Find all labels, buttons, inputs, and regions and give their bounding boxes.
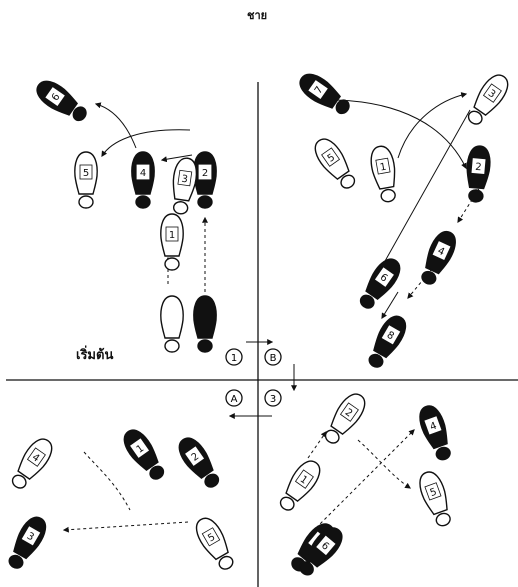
quadrant-markers: 1 B A 3 <box>225 339 297 419</box>
footprint-top-right-foot-step-6: 6 <box>359 258 401 309</box>
footprint-top-right-foot-step-2: 2 <box>466 145 491 203</box>
footprint-step-label: 3 <box>486 88 498 101</box>
quadrant-marker-b: B <box>264 348 282 366</box>
svg-text:A: A <box>231 394 238 405</box>
quadrant-marker-3: 3 <box>264 389 282 407</box>
svg-text:B: B <box>270 353 277 364</box>
footprint-top-left-left-foot-step-3: 3 <box>172 157 198 215</box>
footprint-step-label: 5 <box>83 168 89 179</box>
footprint-step-label: 2 <box>202 168 208 179</box>
footprint-step-label: 7 <box>313 85 326 97</box>
footprint-top-right-foot-step-3: 3 <box>467 74 509 125</box>
footprint-top-left-right-foot-step-6: 6 <box>36 80 87 122</box>
start-label: เริ่มต้น <box>76 348 114 363</box>
svg-text:1: 1 <box>231 353 237 364</box>
footprint-bottom-left-foot-step-5: 5 <box>195 517 234 570</box>
footprint-top-right-foot-step-5: 5 <box>314 138 356 189</box>
quadrant-marker-a: A <box>225 389 243 407</box>
footprint-bottom-right-foot-step-6: 6 <box>299 527 343 576</box>
footprint-top-left-left-foot-start <box>160 295 184 353</box>
footprint-step-label: 3 <box>25 531 36 544</box>
footprint-step-label: 4 <box>140 168 146 179</box>
footprint-bottom-left-foot-step-3: 3 <box>8 516 47 569</box>
footprint-bottom-left-foot-step-4: 4 <box>11 438 53 489</box>
footprint-step-label: 1 <box>135 443 147 456</box>
footprint-step-label: 8 <box>385 330 396 343</box>
footprint-step-label: 5 <box>326 152 338 165</box>
footprint-bottom-right-foot-step-1: 1 <box>279 460 321 511</box>
footprint-top-left-left-foot-step-5: 5 <box>74 151 98 209</box>
footprint-step-label: 5 <box>206 532 217 545</box>
footprint-step-label: 2 <box>190 451 202 464</box>
movement-paths <box>62 92 483 533</box>
footprint-top-left-right-foot-step-2: 2 <box>193 151 217 209</box>
footprint-step-label: 4 <box>30 452 42 465</box>
footprint-step-label: 1 <box>169 230 175 241</box>
footprint-top-left-right-foot-step-4: 4 <box>131 151 155 209</box>
svg-text:3: 3 <box>270 394 276 405</box>
footprint-top-left-right-foot-start <box>193 295 217 353</box>
footprint-bottom-right-foot-step-2: 2 <box>324 393 366 444</box>
footprint-step-label: 3 <box>181 174 189 186</box>
footprint-step-label: 1 <box>298 474 310 487</box>
footprint-top-right-foot-step-1: 1 <box>370 145 396 203</box>
footprint-top-right-foot-step-8: 8 <box>368 315 407 368</box>
footprint-step-label: 1 <box>379 162 387 174</box>
footprint-step-label: 6 <box>378 272 390 285</box>
footprint-top-right-foot-step-7: 7 <box>299 73 350 115</box>
footprint-step-label: 2 <box>475 162 482 174</box>
footprint-bottom-right-foot-step-5: 5 <box>419 471 451 527</box>
footprint-bottom-left-foot-step-1: 1 <box>123 429 165 480</box>
quadrant-marker-1: 1 <box>225 348 243 366</box>
footprints: 1 2 3 4 5 6 1 2 3 4 5 6 7 8 1 2 3 4 5 1 2 3 4 5 6 <box>8 73 509 576</box>
footprint-step-label: 4 <box>436 246 446 259</box>
footprint-step-label: 4 <box>429 421 439 434</box>
footprint-step-label: 6 <box>50 92 63 104</box>
footprint-top-right-foot-step-4: 4 <box>421 230 456 285</box>
footprint-bottom-right-foot-step-4: 4 <box>419 405 451 461</box>
footprint-top-left-left-foot-step-1: 1 <box>160 213 184 271</box>
footprint-step-label: 5 <box>429 487 439 500</box>
footprint-bottom-left-foot-step-2: 2 <box>178 437 220 488</box>
page-title: ชาย <box>247 9 268 22</box>
footprint-step-label: 2 <box>343 407 355 420</box>
footprint-step-label: 6 <box>319 540 331 553</box>
